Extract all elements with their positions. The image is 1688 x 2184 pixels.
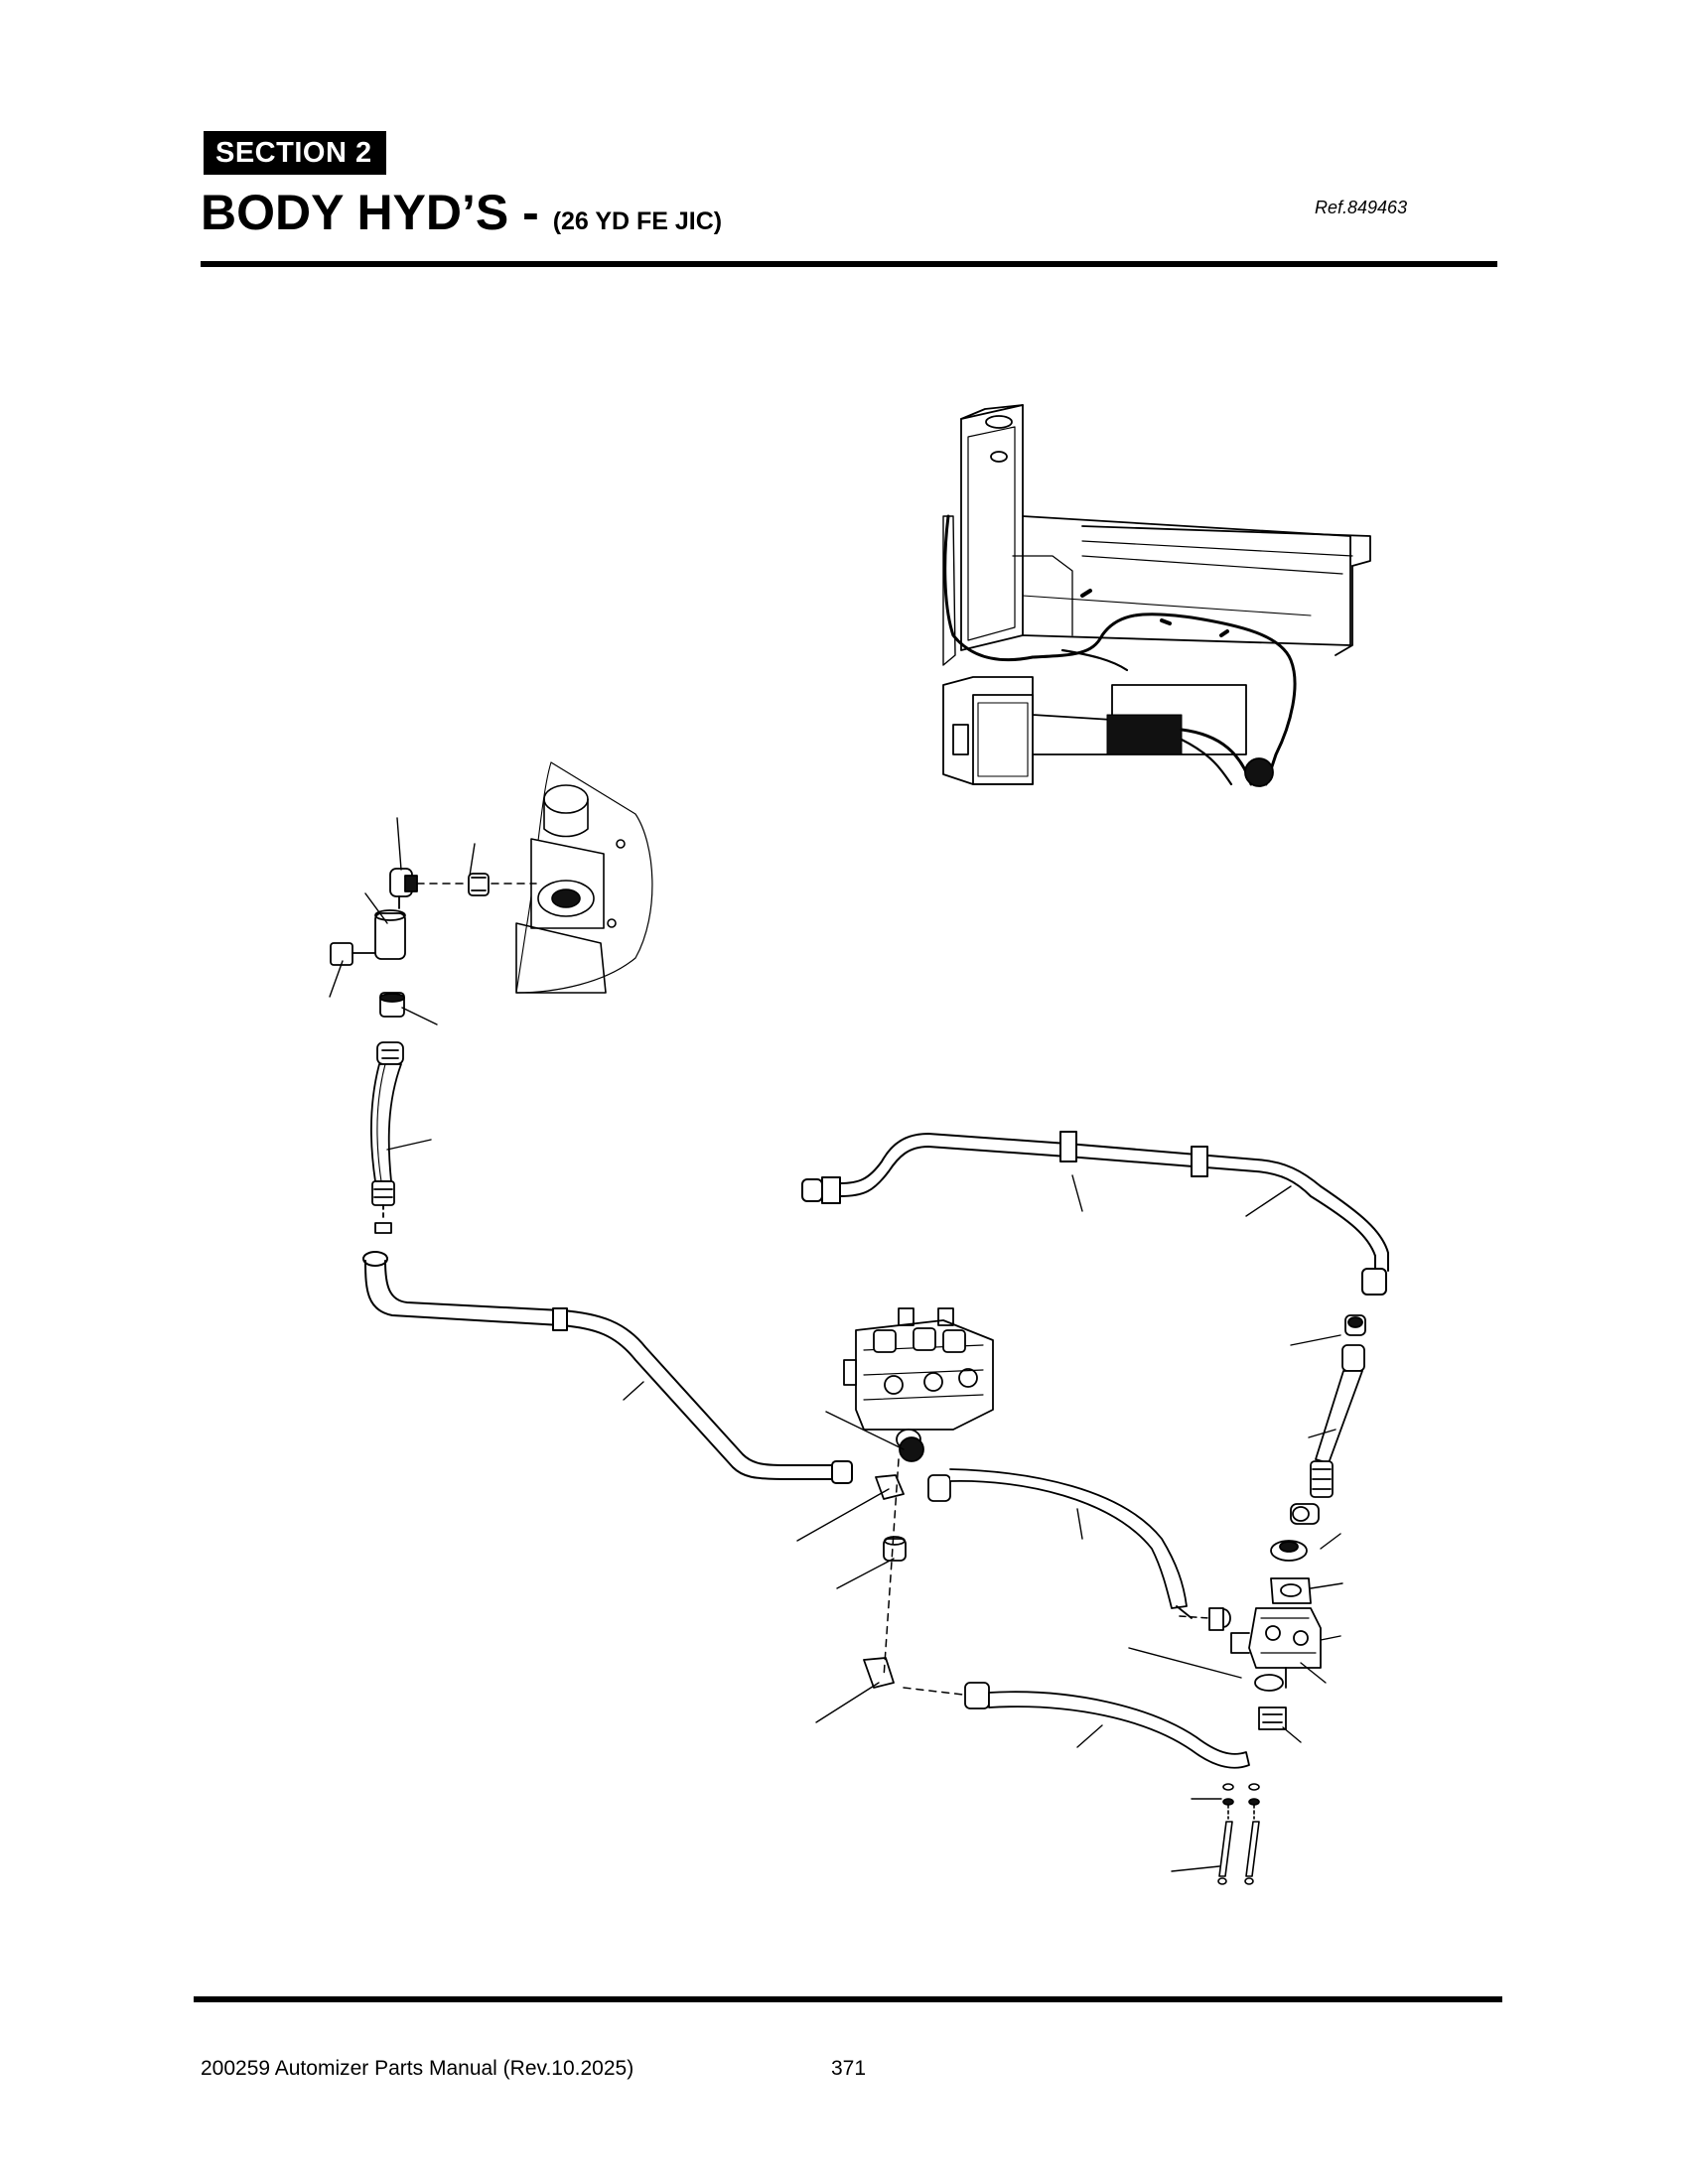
control-valve [843, 1307, 994, 1450]
page-number: 371 [831, 2057, 867, 2080]
header-rule [201, 261, 1497, 267]
callout-leaders [329, 817, 1343, 1872]
pump-assembly [1179, 1540, 1322, 1730]
title-main: BODY HYD’S - [201, 185, 553, 240]
section-label: SECTION 2 [204, 131, 386, 175]
tank-detail [515, 761, 653, 994]
return-hose-middle [927, 1468, 1193, 1619]
valve-fittings [863, 1436, 924, 1689]
suction-fittings [330, 868, 537, 1018]
title-subtitle: (26 YD FE JIC) [552, 207, 723, 235]
pressure-hose-vertical [1290, 1314, 1366, 1525]
footer-manual-title: 200259 Automizer Parts Manual (Rev.10.20… [201, 2057, 634, 2080]
mounting-bolts [1217, 1783, 1260, 1885]
suction-tube [362, 1251, 853, 1484]
suction-hose [370, 1041, 404, 1234]
reference-number: Ref.849463 [1315, 198, 1408, 217]
page-title: BODY HYD’S - (26 YD FE JIC) [201, 185, 722, 249]
overview-inset [942, 404, 1371, 787]
footer-rule [194, 1996, 1502, 2002]
pressure-hose-lower [903, 1682, 1250, 1769]
pressure-tube-upper [801, 1131, 1389, 1296]
